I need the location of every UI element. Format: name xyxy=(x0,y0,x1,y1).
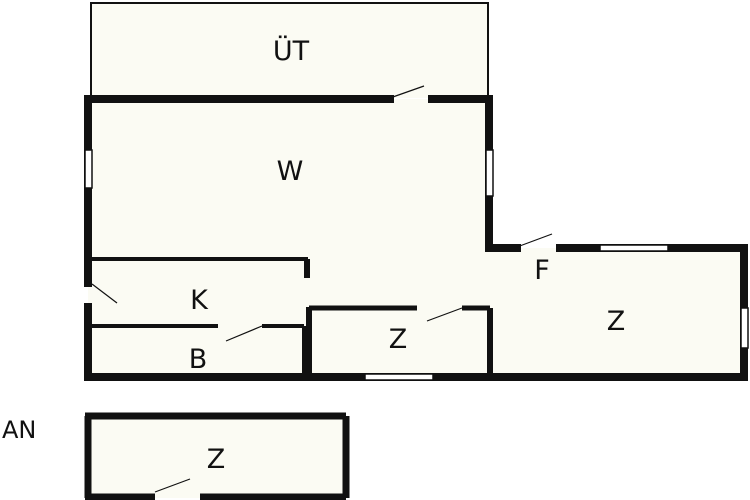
floor-areas xyxy=(86,3,744,498)
door-small-room xyxy=(426,307,463,322)
room-label-terrace: ÜT xyxy=(273,35,310,67)
terrace-area xyxy=(91,3,488,98)
annex-walls xyxy=(84,412,350,500)
room-label-annex: Z xyxy=(207,444,226,475)
room-label-bedroom-large: Z xyxy=(607,306,626,337)
room-label-living: W xyxy=(277,156,304,187)
window-far-right xyxy=(740,307,749,349)
window-top-right xyxy=(599,244,669,252)
door-annex xyxy=(154,478,191,493)
room-label-hall: F xyxy=(534,255,550,286)
window-bottom xyxy=(364,373,434,381)
interior-walls xyxy=(92,257,493,377)
annex-label: AN xyxy=(2,416,36,444)
room-label-bath: B xyxy=(189,344,208,375)
door-bath xyxy=(225,325,263,342)
door-terrace xyxy=(389,85,425,99)
annex-area xyxy=(86,416,345,498)
main-floor-area xyxy=(88,99,744,377)
door-kitchen xyxy=(91,283,118,304)
door-hall xyxy=(516,233,553,248)
room-label-bedroom-small: Z xyxy=(389,324,408,355)
doors xyxy=(91,85,553,493)
room-label-kitchen: K xyxy=(190,285,209,316)
window-left xyxy=(84,149,93,189)
terrace-outline xyxy=(90,2,489,98)
windows xyxy=(84,149,749,381)
window-right-upper xyxy=(485,149,494,197)
